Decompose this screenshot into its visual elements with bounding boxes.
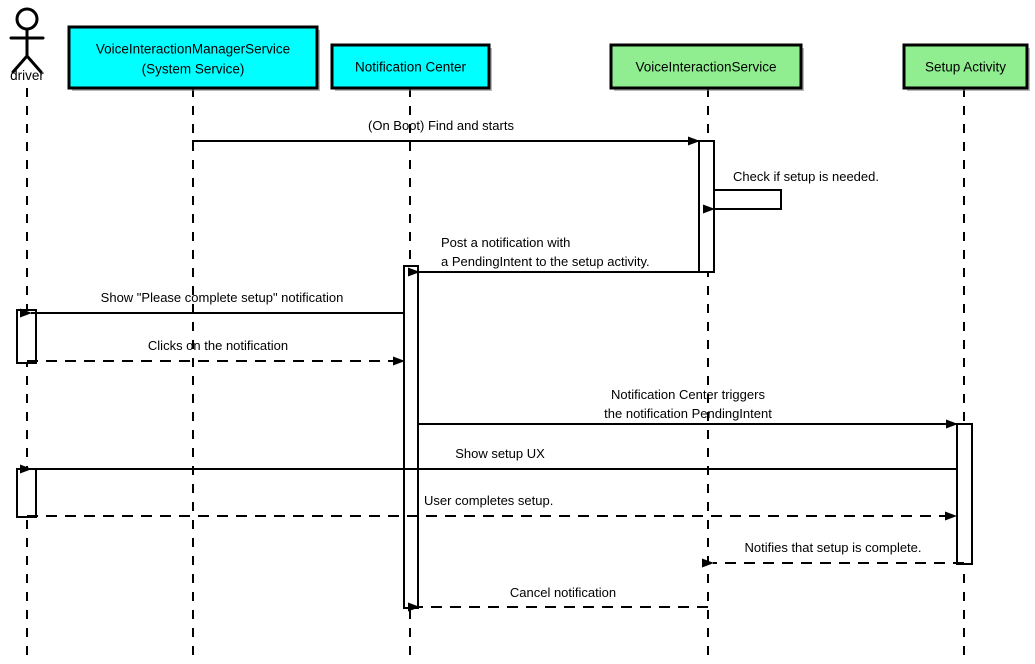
message-label-m6-line1: Notification Center triggers — [611, 387, 765, 402]
message-m9[interactable]: Notifies that setup is complete. — [702, 540, 964, 568]
message-m3[interactable]: Post a notification with a PendingIntent … — [408, 235, 712, 277]
message-m5[interactable]: Clicks on the notification — [27, 338, 405, 366]
activation-bar-setup_activity — [956, 423, 973, 565]
participant-setup_activity[interactable]: Setup Activity — [902, 43, 1030, 91]
message-label-m9-line1: Notifies that setup is complete. — [744, 540, 921, 555]
actor-stick-figure-icon — [9, 7, 45, 74]
message-label-m1-line1: (On Boot) Find and starts — [368, 118, 514, 133]
participant-label-vis-line1: VoiceInteractionService — [635, 60, 776, 75]
participant-vims[interactable]: VoiceInteractionManagerService (System Se… — [67, 25, 320, 91]
message-self-arrow — [703, 189, 782, 214]
participant-vis[interactable]: VoiceInteractionService — [609, 43, 804, 91]
message-label-m10-line1: Cancel notification — [510, 585, 616, 600]
message-m2[interactable]: Check if setup is needed. — [703, 169, 879, 214]
participant-label-vims-line2: (System Service) — [142, 62, 245, 77]
message-label-m4-line1: Show "Please complete setup" notificatio… — [101, 290, 344, 305]
activation-bar-driver — [16, 309, 37, 364]
message-m6[interactable]: Notification Center triggers the notifica… — [418, 387, 958, 429]
participant-label-setup_activity-line1: Setup Activity — [925, 60, 1006, 75]
participant-label-vims-line1: VoiceInteractionManagerService — [96, 42, 290, 57]
participant-box-vis[interactable] — [609, 43, 803, 90]
message-label-m2-line1: Check if setup is needed. — [733, 169, 879, 184]
activation-bar-vis — [698, 140, 715, 273]
message-label-m7-line1: Show setup UX — [455, 446, 545, 461]
message-label-m5-line1: Clicks on the notification — [148, 338, 288, 353]
participant-box-notification_center[interactable] — [330, 43, 491, 90]
participant-driver[interactable]: driver — [9, 7, 45, 83]
participant-label-driver: driver — [10, 68, 44, 83]
activation-bars-group — [16, 140, 973, 609]
participant-box-vims[interactable] — [67, 25, 319, 90]
message-label-m8-line1: User completes setup. — [424, 493, 553, 508]
activation-bar-driver — [16, 468, 37, 518]
message-m10[interactable]: Cancel notification — [408, 585, 708, 612]
participant-notification_center[interactable]: Notification Center — [330, 43, 492, 91]
message-m7[interactable]: Show setup UX — [20, 446, 956, 474]
message-m1[interactable]: (On Boot) Find and starts — [192, 118, 700, 146]
participant-label-notification_center-line1: Notification Center — [355, 60, 467, 75]
activation-bar-notification_center — [403, 265, 419, 609]
message-label-m3-line2: a PendingIntent to the setup activity. — [441, 254, 650, 269]
message-m4[interactable]: Show "Please complete setup" notificatio… — [20, 290, 404, 318]
message-m8[interactable]: User completes setup. — [27, 493, 957, 521]
message-label-m3-line1: Post a notification with — [441, 235, 570, 250]
message-label-m6-line2: the notification PendingIntent — [604, 406, 772, 421]
participant-box-setup_activity[interactable] — [902, 43, 1029, 90]
participants-group: driver VoiceInteractionManagerService (Sys… — [9, 7, 1030, 91]
